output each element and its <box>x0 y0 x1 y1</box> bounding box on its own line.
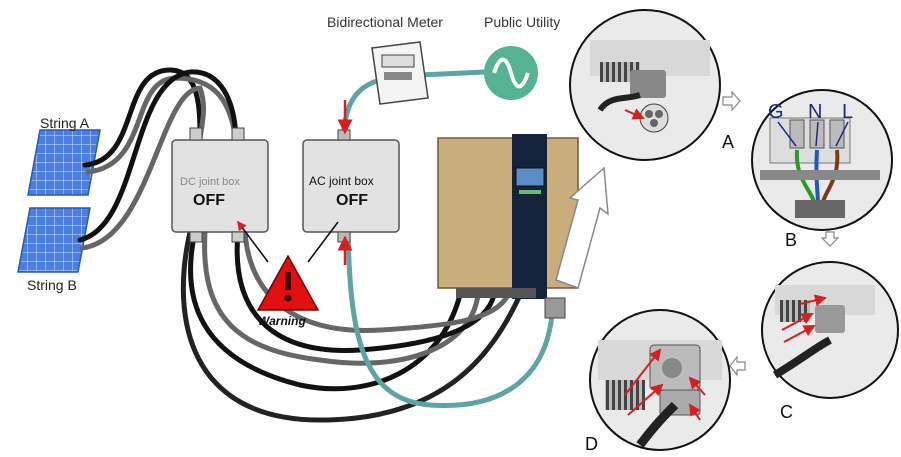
dc-cables <box>77 67 523 423</box>
step-c-label: C <box>780 402 793 422</box>
detail-circle-c <box>761 261 899 399</box>
terminal-n-label: N <box>808 101 822 123</box>
dc-state-label: OFF <box>193 192 225 209</box>
inverter <box>437 134 579 319</box>
step-b-label: B <box>785 230 797 250</box>
step-d-label: D <box>585 434 598 454</box>
solar-panel-a <box>27 129 101 196</box>
step-arrows <box>722 90 840 377</box>
detail-circle-d <box>589 309 731 451</box>
terminal-l-label: L <box>842 101 853 123</box>
sine-wave-icon <box>484 46 538 100</box>
terminal-g-label: G <box>768 101 784 123</box>
terminal-pointers <box>777 121 849 147</box>
ac-state-label: OFF <box>336 192 368 209</box>
dc-box-label: DC joint box <box>180 176 240 188</box>
bidirectional-meter <box>371 41 429 105</box>
detail-circle-b <box>751 89 893 231</box>
meter-label: Bidirectional Meter <box>327 14 443 30</box>
ac-box-label: AC joint box <box>309 174 374 188</box>
utility-label: Public Utility <box>484 14 560 30</box>
warning-label: Warning <box>258 314 306 328</box>
detail-circle-1 <box>569 9 721 161</box>
string-a-label: String A <box>40 115 90 131</box>
dc-joint-box <box>171 127 269 243</box>
step-a-label: A <box>722 132 734 152</box>
string-b-label: String B <box>27 277 77 293</box>
solar-panel-b <box>17 207 91 273</box>
warning-triangle-icon <box>237 220 339 311</box>
hollow-arrow-icon <box>555 166 609 289</box>
